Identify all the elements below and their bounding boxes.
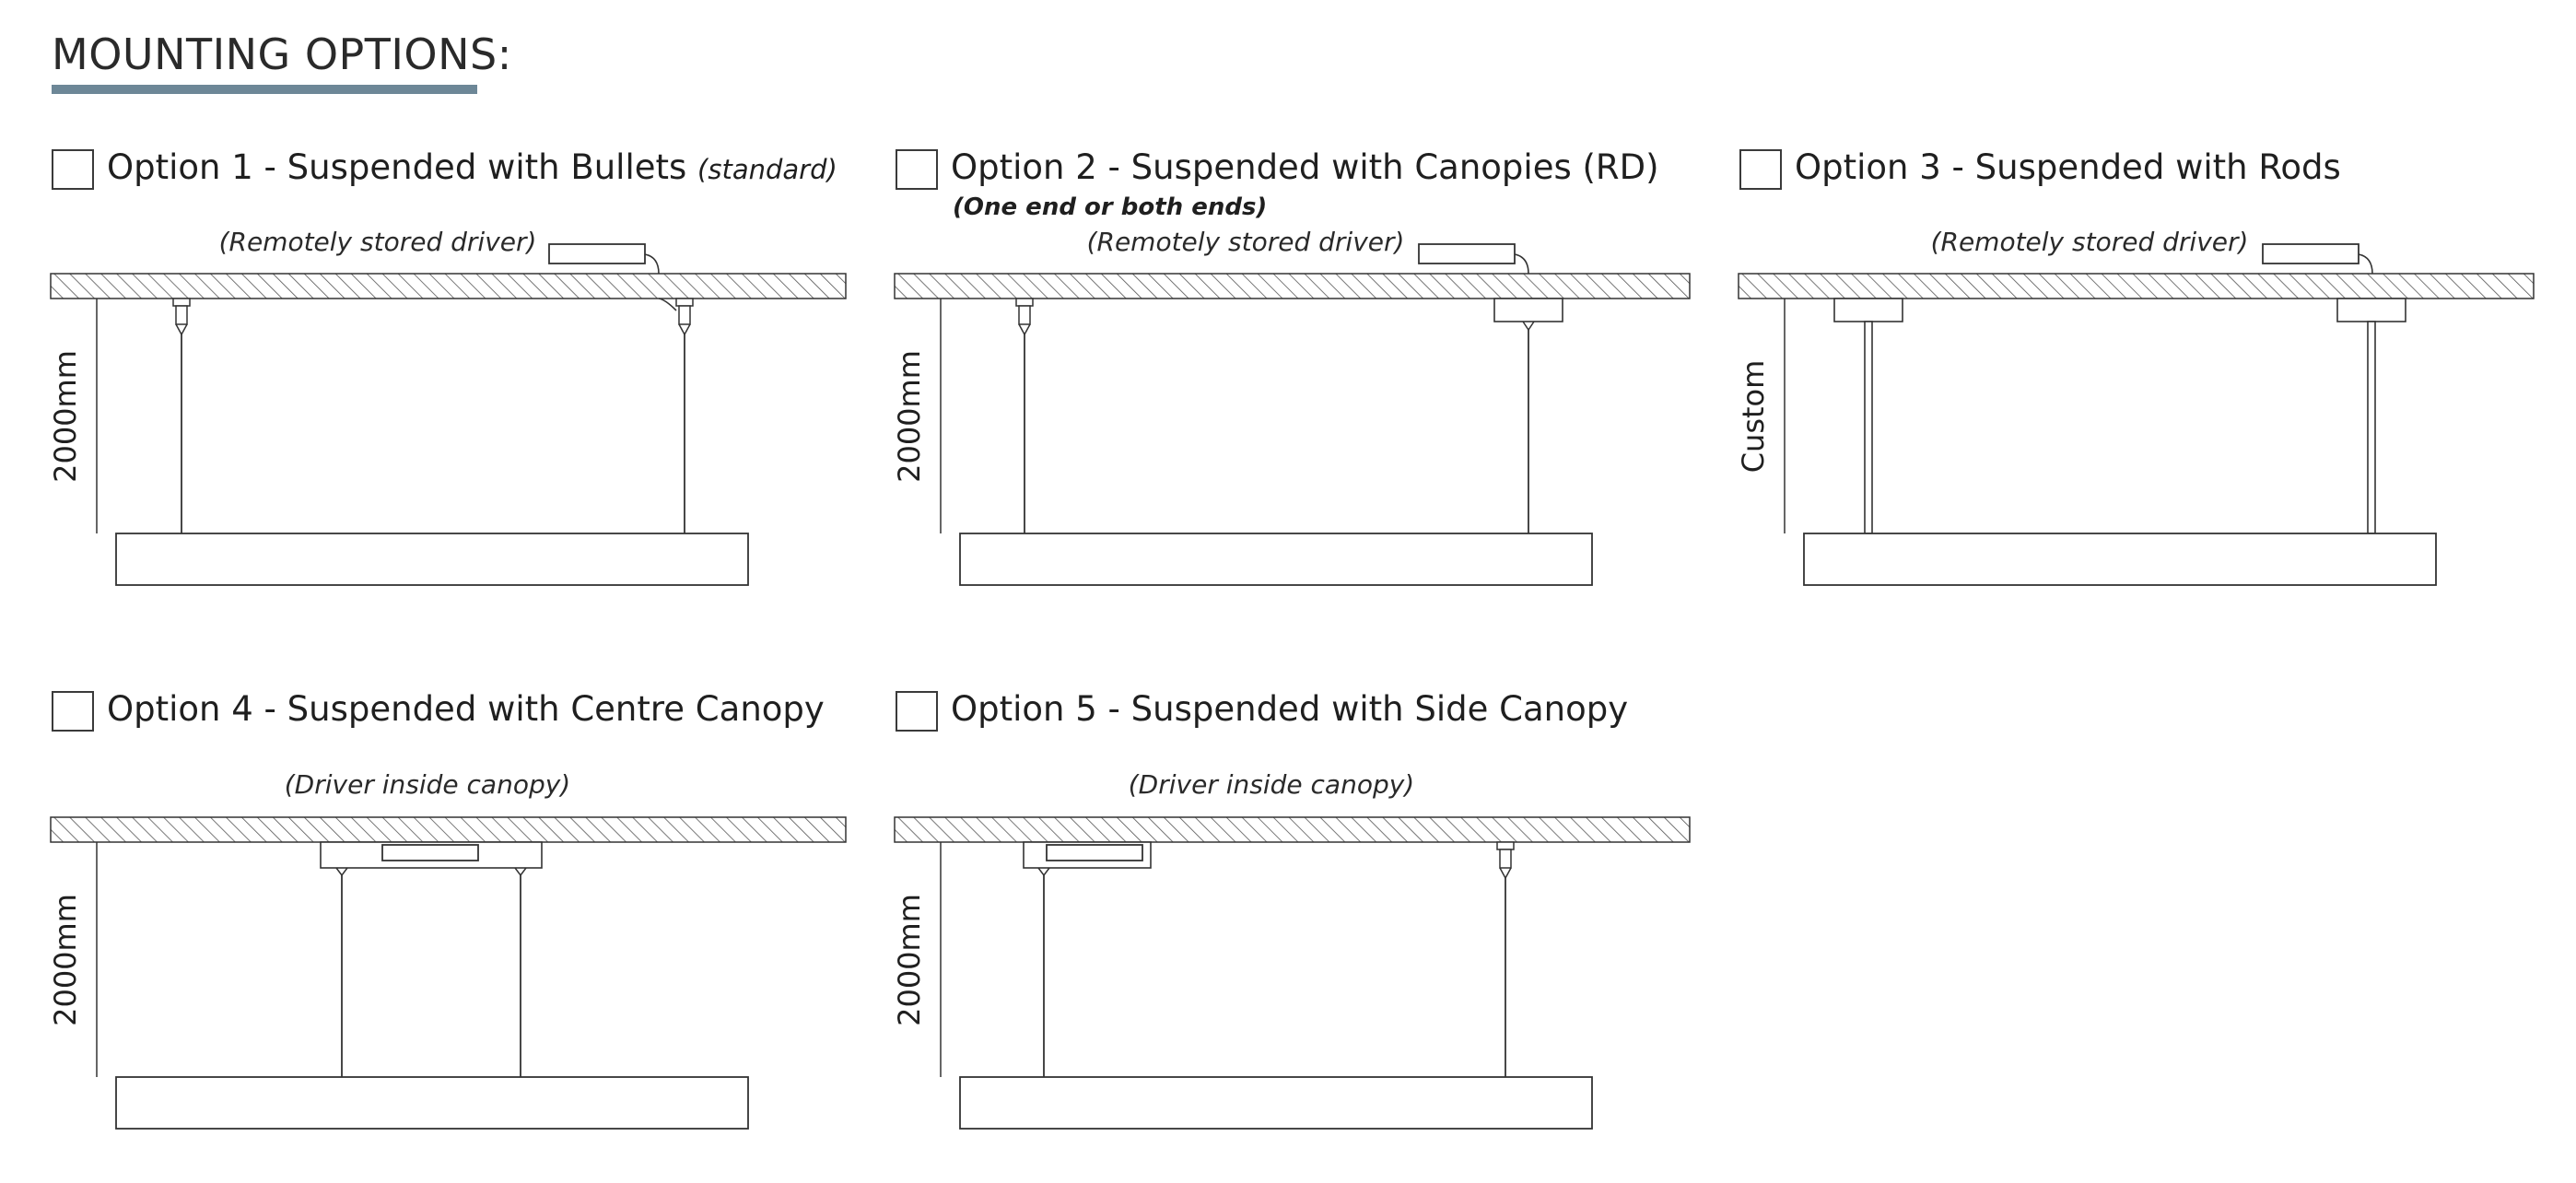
option-4-driver-note: (Driver inside canopy)	[284, 769, 571, 800]
option-5-driver-note: (Driver inside canopy)	[1128, 769, 1415, 800]
dimension-label: Custom	[1736, 360, 1771, 474]
bullet-left	[1015, 298, 1034, 336]
dimension-label: 2000mm	[48, 894, 83, 1026]
option-2-diagram: 2000mm	[892, 243, 1691, 586]
option-4-diagram: 2000mm	[48, 816, 847, 1130]
option-3-label: Option 3 - Suspended with Rods	[1795, 147, 2341, 187]
option-1-label-text: Option 1 - Suspended with Bullets	[107, 147, 687, 187]
ceiling	[50, 816, 847, 843]
option-1-label-suffix: (standard)	[697, 154, 837, 185]
remote-driver-box	[548, 243, 646, 264]
dimension-label: 2000mm	[892, 350, 927, 483]
option-5-diagram: 2000mm	[892, 816, 1691, 1130]
light-fixture	[115, 1076, 749, 1130]
option-2-sub-note: (One end or both ends)	[953, 193, 1268, 221]
option-1-checkbox[interactable]	[52, 149, 94, 190]
option-3-checkbox[interactable]	[1739, 149, 1782, 190]
light-fixture	[959, 1076, 1593, 1130]
bullet-right	[675, 298, 694, 336]
ceiling	[894, 816, 1691, 843]
rod-mount-left	[1833, 298, 1903, 534]
centre-canopy	[320, 841, 543, 877]
remote-driver-box	[1418, 243, 1516, 264]
dimension-label: 2000mm	[48, 350, 83, 483]
side-canopy	[1023, 841, 1152, 877]
option-2-driver-note: (Remotely stored driver)	[1086, 227, 1405, 257]
light-fixture	[115, 533, 749, 586]
ceiling	[894, 273, 1691, 299]
remote-driver-box	[2262, 243, 2359, 264]
driver-cable-drop	[658, 298, 677, 311]
ceiling	[50, 273, 847, 299]
option-4-label: Option 4 - Suspended with Centre Canopy	[107, 689, 825, 729]
driver-cable	[2358, 253, 2373, 275]
driver-cable	[1514, 253, 1529, 275]
dimension-label: 2000mm	[892, 894, 927, 1026]
bullet-left	[172, 298, 191, 336]
driver-cable	[644, 253, 660, 275]
rod-mount-right	[2336, 298, 2406, 534]
option-3-driver-note: (Remotely stored driver)	[1930, 227, 2249, 257]
ceiling	[1738, 273, 2535, 299]
title-underline	[52, 85, 477, 94]
option-2-label: Option 2 - Suspended with Canopies (RD)	[951, 147, 1659, 187]
option-4-checkbox[interactable]	[52, 691, 94, 732]
option-1-driver-note: (Remotely stored driver)	[218, 227, 537, 257]
option-5-checkbox[interactable]	[896, 691, 938, 732]
light-fixture	[959, 533, 1593, 586]
bullet-right	[1496, 841, 1515, 880]
light-fixture	[1803, 533, 2437, 586]
page-title: MOUNTING OPTIONS:	[52, 29, 512, 79]
option-2-checkbox[interactable]	[896, 149, 938, 190]
option-1-label: Option 1 - Suspended with Bullets (stand…	[107, 147, 837, 187]
option-1-diagram: 2000mm	[48, 243, 847, 586]
option-5-label: Option 5 - Suspended with Side Canopy	[951, 689, 1629, 729]
option-3-diagram: Custom	[1736, 243, 2535, 586]
canopy-right	[1493, 298, 1563, 332]
